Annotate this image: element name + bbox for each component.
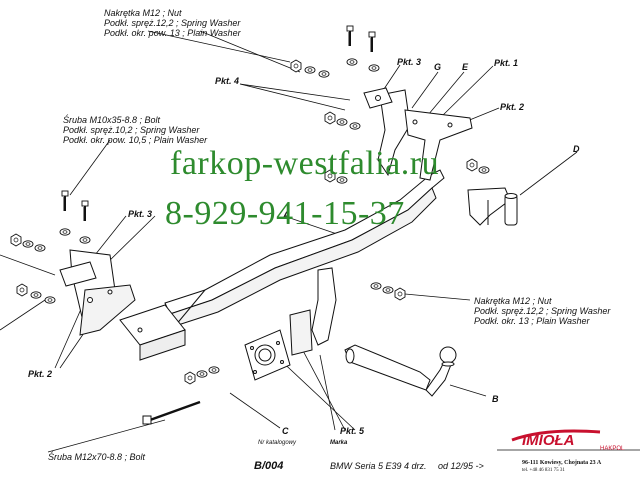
catalog-number-label: Nr katalogowy bbox=[258, 440, 297, 446]
callout-pkt2-right: Pkt. 2 bbox=[500, 102, 525, 112]
marka-label: Marka bbox=[330, 440, 348, 446]
bracket-right bbox=[363, 87, 473, 181]
note-bottom-bolt: Śruba M12x70-8.8 ; Bolt bbox=[48, 452, 146, 462]
note-left-line1: Śruba M10x35-8.8 ; Bolt bbox=[63, 115, 161, 125]
end-plate-left bbox=[119, 304, 186, 361]
note-top-line1: Nakrętka M12 ; Nut bbox=[104, 8, 182, 18]
callout-pkt3-top: Pkt. 3 bbox=[397, 57, 422, 67]
leader-lines bbox=[0, 30, 578, 453]
callout-pkt5: Pkt. 5 bbox=[340, 426, 365, 436]
watermark-site: farkop-westfalia.ru bbox=[170, 145, 440, 182]
company-phone: tel. +48 46 831 75 31 bbox=[522, 468, 565, 473]
watermark-phone: 8-929-941-15-37 bbox=[165, 195, 405, 232]
callout-pkt4: Pkt. 4 bbox=[215, 76, 240, 86]
company-address: 96-111 Kowiesy, Chojnata 23 A bbox=[522, 460, 602, 466]
callout-b: B bbox=[492, 394, 499, 404]
bracket-left bbox=[59, 249, 136, 336]
callout-g: G bbox=[434, 62, 442, 72]
vehicle-model: BMW Seria 5 E39 4 drz. bbox=[330, 461, 427, 471]
brand-logo-mark bbox=[497, 429, 640, 451]
note-right-line1: Nakrętka M12 ; Nut bbox=[474, 296, 552, 306]
crossbar bbox=[164, 169, 445, 327]
callout-e: E bbox=[462, 62, 469, 72]
note-right: Nakrętka M12 ; Nut Podkł. spręż.12,2 ; S… bbox=[474, 296, 610, 326]
catalog-number: B/004 bbox=[254, 460, 284, 472]
bolt-c bbox=[142, 400, 201, 425]
production-date: od 12/95 -> bbox=[438, 461, 484, 471]
brand-subname: HAKPOL bbox=[600, 446, 625, 452]
callout-pkt3-left: Pkt. 3 bbox=[128, 209, 153, 219]
note-top-line2: Podkł. spręż.12,2 ; Spring Washer bbox=[104, 18, 241, 28]
note-right-line2: Podkł. spręż.12,2 ; Spring Washer bbox=[474, 306, 611, 316]
note-top: Nakrętka M12 ; Nut Podkł. spręż.12,2 ; S… bbox=[104, 8, 241, 38]
brand-name: IMIOŁA bbox=[522, 432, 575, 449]
socket-plate bbox=[244, 329, 291, 381]
note-top-line3: Podkł. okr. pow. 13 ; Plain Washer bbox=[104, 28, 241, 38]
callout-pkt1: Pkt. 1 bbox=[494, 58, 519, 68]
note-left-line2: Podkł. spręż.10,2 ; Spring Washer bbox=[63, 125, 200, 135]
center-bracket bbox=[289, 267, 337, 356]
callout-c: C bbox=[282, 426, 289, 436]
callout-a: A bbox=[283, 210, 290, 220]
bracket-d bbox=[467, 187, 518, 226]
note-right-line3: Podkł. okr. 13 ; Plain Washer bbox=[474, 316, 590, 326]
note-left-line3: Podkł. okr. pow. 10,5 ; Plain Washer bbox=[63, 135, 208, 145]
tow-ball-neck bbox=[344, 344, 457, 397]
callout-d: D bbox=[573, 144, 580, 154]
note-left: Śruba M10x35-8.8 ; Bolt Podkł. spręż.10,… bbox=[63, 115, 207, 145]
callout-pkt2-left: Pkt. 2 bbox=[28, 369, 53, 379]
